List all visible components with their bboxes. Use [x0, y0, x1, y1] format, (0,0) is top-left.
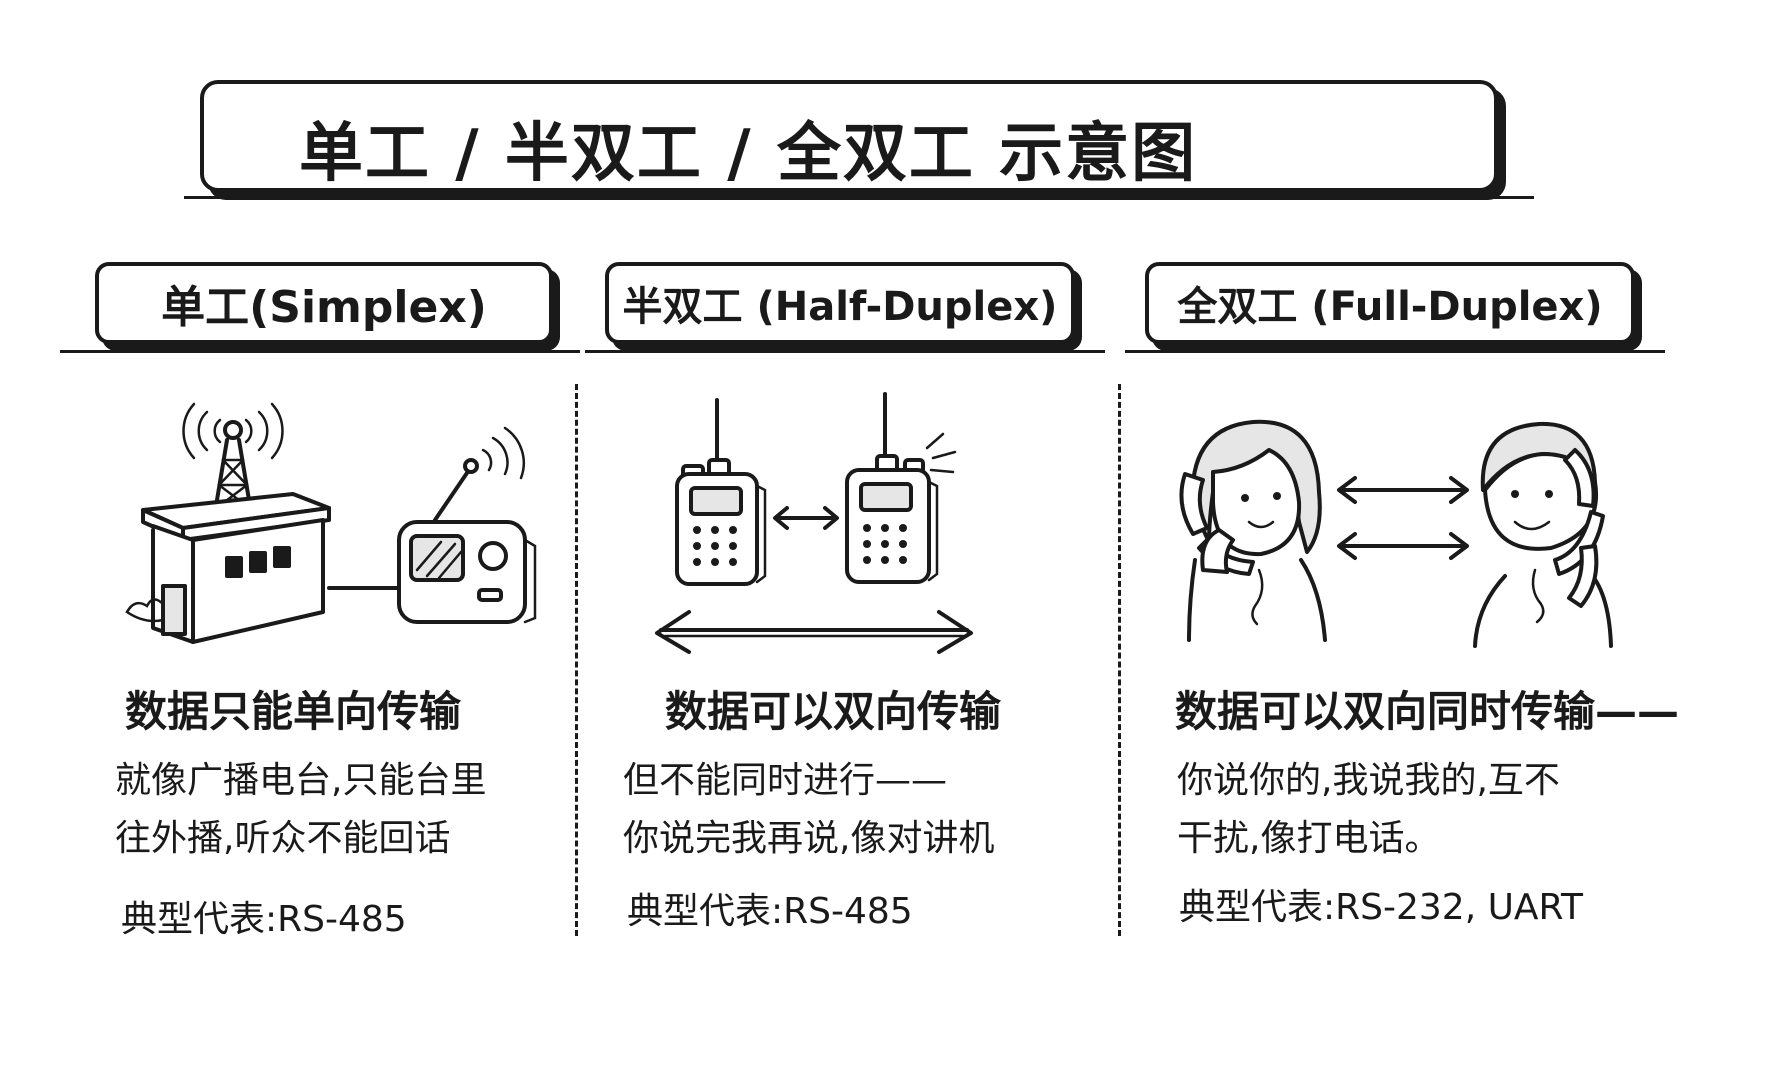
full-duplex-heading: 全双工 (Full-Duplex) — [1145, 262, 1635, 344]
half-duplex-heading: 半双工 (Half-Duplex) — [605, 262, 1075, 344]
woman-on-phone-icon — [1179, 419, 1327, 642]
description-line: 你说完我再说,像对讲机 — [623, 818, 995, 859]
description-line: 干扰,像打电话。 — [1177, 818, 1441, 859]
walkie-talkie-icon — [845, 392, 957, 584]
description-line: 但不能同时进行—— — [623, 760, 948, 801]
double-arrow-icon — [1337, 532, 1469, 560]
full-duplex-column: 全双工 (Full-Duplex) — [1125, 0, 1679, 1068]
double-arrow-icon — [1337, 476, 1469, 504]
description-line: 往外播,听众不能回话 — [115, 818, 451, 859]
man-on-phone-icon — [1473, 421, 1613, 648]
half-duplex-example: 典型代表:RS-485 — [627, 891, 913, 932]
double-arrow-icon — [773, 506, 839, 530]
page-title: 单工 / 半双工 / 全双工 示意图 — [299, 117, 1198, 191]
simplex-heading: 单工(Simplex) — [95, 262, 553, 344]
title-banner: 单工 / 半双工 / 全双工 示意图 — [200, 80, 1498, 192]
full-duplex-example: 典型代表:RS-232, UART — [1179, 887, 1583, 928]
heading-underline — [585, 350, 1105, 353]
full-duplex-headline: 数据可以双向同时传输—— — [1175, 687, 1680, 736]
simplex-illustration — [125, 402, 537, 644]
simplex-description: 就像广播电台,只能台里 往外播,听众不能回话 — [115, 752, 486, 868]
description-line: 就像广播电台,只能台里 — [115, 760, 487, 801]
column-divider — [575, 384, 578, 936]
description-line: 你说你的,我说我的,互不 — [1177, 760, 1560, 801]
broadcast-station-icon — [125, 492, 331, 644]
heading-underline — [1125, 350, 1665, 353]
simplex-headline: 数据只能单向传输 — [125, 687, 462, 736]
half-duplex-description: 但不能同时进行—— 你说完我再说,像对讲机 — [623, 752, 994, 868]
broadcast-waves-icon — [182, 402, 284, 460]
half-duplex-column: 半双工 (Half-Duplex) — [585, 0, 1125, 1068]
heading-underline — [60, 350, 580, 353]
half-duplex-headline: 数据可以双向传输 — [665, 687, 1002, 736]
half-duplex-illustration — [655, 392, 973, 654]
column-divider — [1118, 384, 1121, 936]
simplex-column: 单工(Simplex) — [55, 0, 595, 1068]
double-arrow-icon — [655, 610, 973, 654]
full-duplex-illustration — [1179, 419, 1613, 648]
walkie-talkie-icon — [675, 398, 767, 586]
radio-receiver-icon — [397, 426, 537, 624]
title-underline — [184, 196, 1534, 199]
simplex-example: 典型代表:RS-485 — [121, 899, 407, 940]
full-duplex-description: 你说你的,我说我的,互不 干扰,像打电话。 — [1177, 752, 1560, 868]
